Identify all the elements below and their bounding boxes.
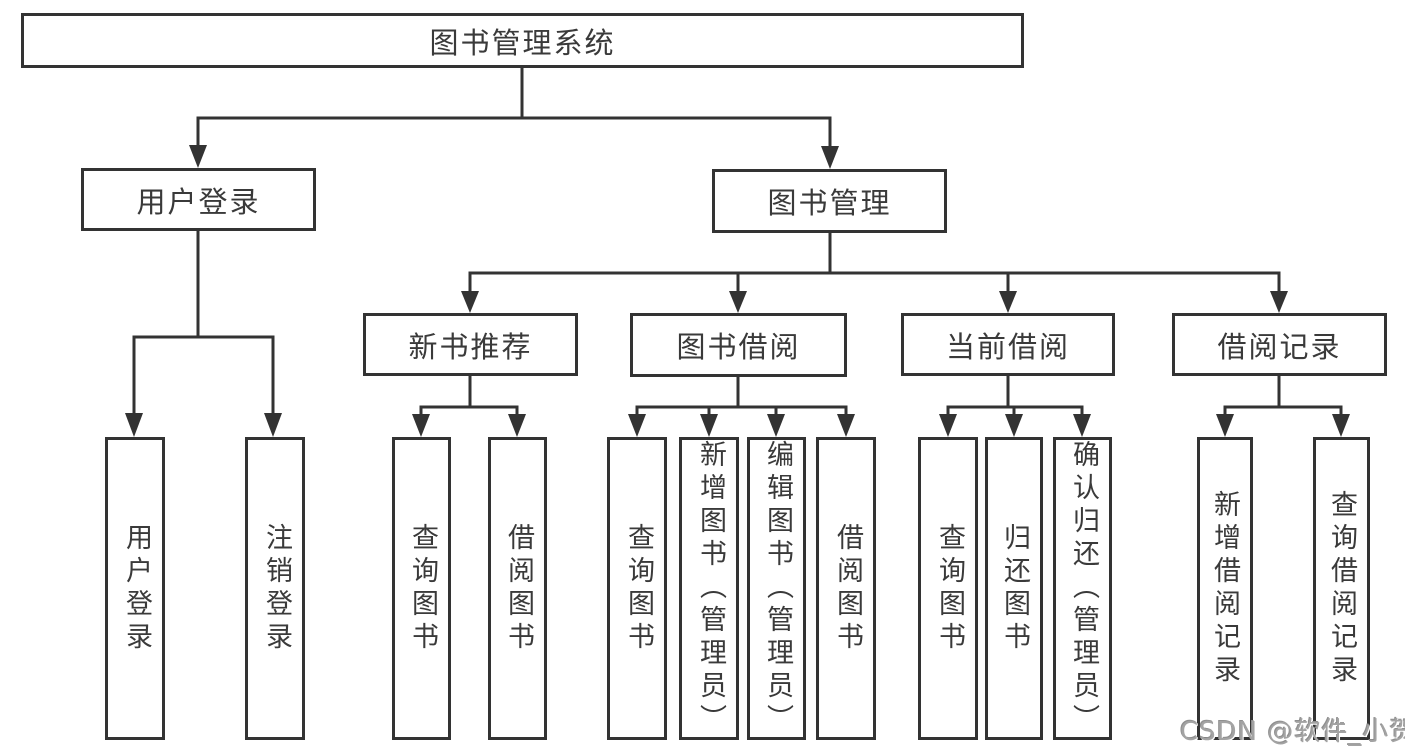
leaf-return-book: 归还图书 — [985, 437, 1043, 740]
csdn-watermark: CSDN @软件_小贺同学 — [1180, 717, 1405, 747]
node-borrow-record: 借阅记录 — [1172, 313, 1387, 376]
leaf-add-borrow-record: 新增借阅记录 — [1197, 437, 1253, 740]
leaf-borrow-book-1: 借阅图书 — [488, 437, 547, 740]
leaf-add-book-admin: 新增图书（管理员） — [679, 437, 739, 740]
node-new-book-recommend: 新书推荐 — [363, 313, 578, 376]
leaf-query-book-2: 查询图书 — [607, 437, 667, 740]
leaf-user-login: 用户登录 — [105, 437, 165, 740]
node-user-login: 用户登录 — [81, 168, 316, 231]
node-book-management: 图书管理 — [712, 169, 947, 233]
leaf-logout: 注销登录 — [245, 437, 305, 740]
leaf-query-borrow-record: 查询借阅记录 — [1313, 437, 1370, 740]
leaf-query-book-3: 查询图书 — [918, 437, 978, 740]
node-root: 图书管理系统 — [21, 13, 1024, 68]
node-book-borrow: 图书借阅 — [630, 313, 847, 377]
leaf-edit-book-admin: 编辑图书（管理员） — [747, 437, 806, 740]
leaf-borrow-book-2: 借阅图书 — [816, 437, 876, 740]
leaf-confirm-return-admin: 确认归还（管理员） — [1053, 437, 1112, 740]
node-current-borrow: 当前借阅 — [901, 313, 1115, 376]
leaf-query-book-1: 查询图书 — [392, 437, 451, 740]
